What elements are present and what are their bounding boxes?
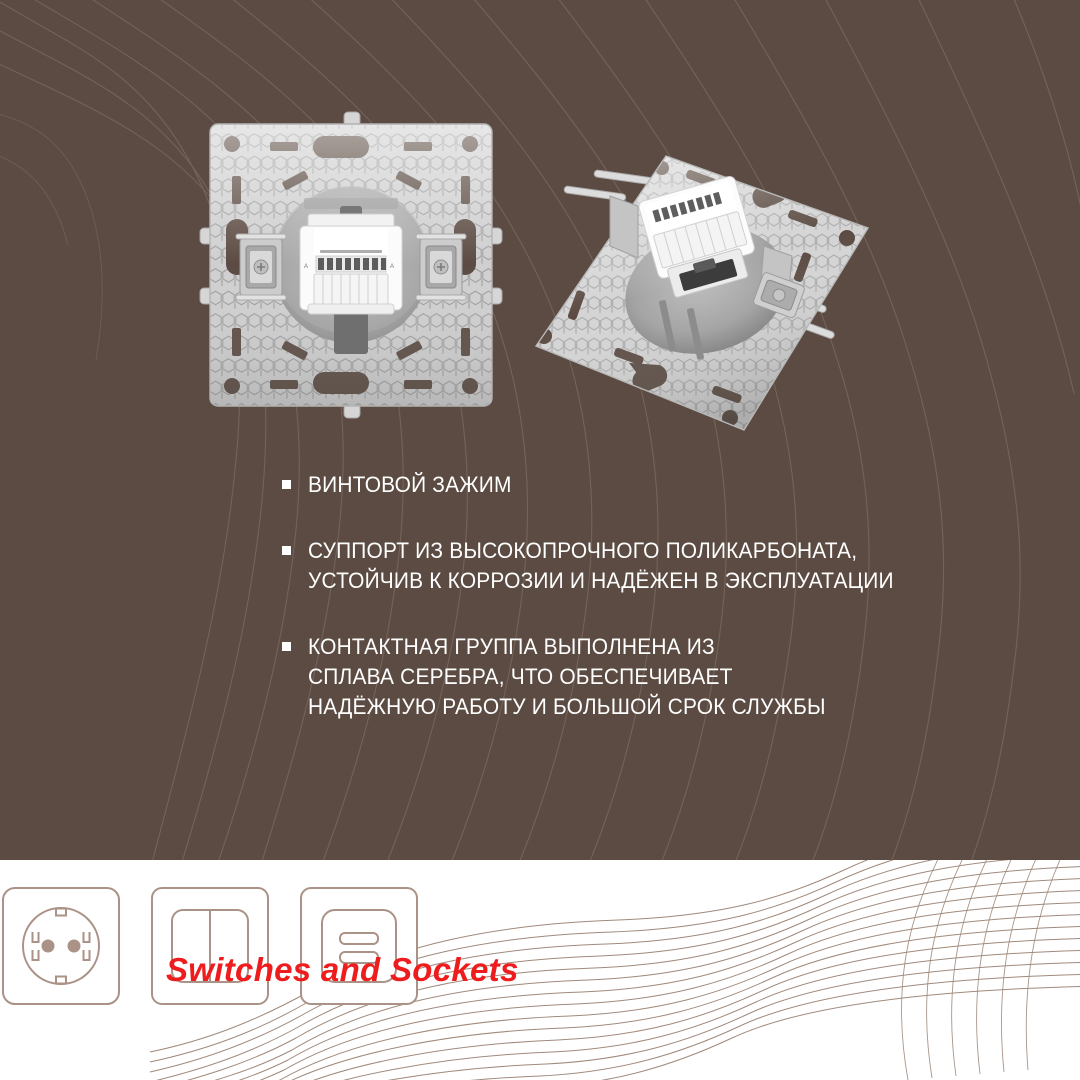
bullet-square-icon: [282, 546, 291, 555]
data-socket-icon: [300, 887, 418, 1005]
schuko-socket-icon: [2, 887, 120, 1005]
two-gang-switch-icon: [151, 887, 269, 1005]
svg-text:A: A: [390, 264, 394, 270]
contour-lines-footer: [149, 860, 1080, 1080]
rj45-keystone-module-angled: [638, 176, 755, 298]
screw-clamp-right: [415, 233, 467, 301]
feature-text: СУППОРТ ИЗ ВЫСОКОПРОЧНОГО ПОЛИКАРБОНАТА,…: [308, 538, 894, 593]
feature-item: КОНТАКТНАЯ ГРУППА ВЫПОЛНЕНА ИЗ СПЛАВА СЕ…: [282, 632, 982, 722]
bullet-square-icon: [282, 642, 291, 651]
feature-list: ВИНТОВОЙ ЗАЖИМ СУППОРТ ИЗ ВЫСОКОПРОЧНОГО…: [282, 470, 982, 722]
screw-clamp-left: [235, 233, 287, 301]
bullet-square-icon: [282, 480, 291, 489]
feature-item: СУППОРТ ИЗ ВЫСОКОПРОЧНОГО ПОЛИКАРБОНАТА,…: [282, 536, 982, 596]
feature-text: КОНТАКТНАЯ ГРУППА ВЫПОЛНЕНА ИЗ СПЛАВА СЕ…: [308, 634, 826, 719]
feature-item: ВИНТОВОЙ ЗАЖИМ: [282, 470, 982, 500]
product-photo-angled: [516, 150, 886, 440]
footer-panel: [0, 860, 1080, 1080]
product-icon-strip: [2, 887, 418, 1005]
svg-text:A: A: [304, 264, 308, 270]
feature-text: ВИНТОВОЙ ЗАЖИМ: [308, 472, 512, 497]
brand-wordmark: Switches and Sockets: [166, 951, 519, 988]
